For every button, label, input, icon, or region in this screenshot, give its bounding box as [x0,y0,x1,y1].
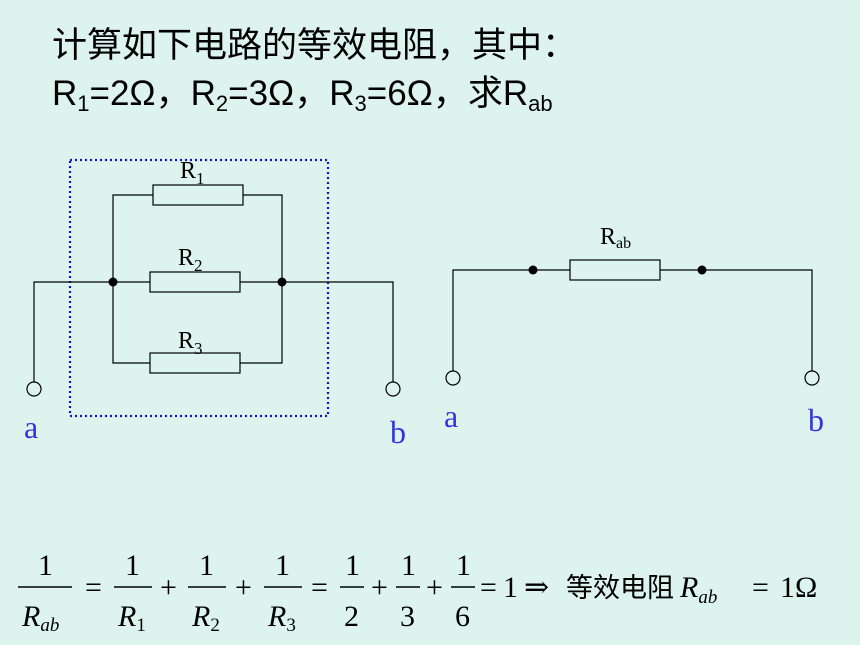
r1-label: R [52,74,78,113]
num-rab: 1 [38,549,53,582]
num-r1: 1 [125,549,140,582]
final-value: 1Ω [780,571,817,604]
num-2: 1 [345,549,360,582]
equiv-resistance-text: 等效电阻 [566,573,674,604]
den-2: 2 [344,600,359,633]
result-value: 1 [503,571,518,604]
num-3: 1 [401,549,416,582]
wire-r1-left [112,194,153,282]
junction-rab-left [528,265,538,275]
right-terminal-a-label: a [444,398,458,434]
r3-label: R [329,74,355,113]
eq-sign-3: = [480,571,497,604]
den-6: 6 [455,600,470,633]
plus-sign-3: + [371,571,388,604]
terminal-a-label: a [24,409,38,445]
terminal-b-node [385,381,401,397]
resistor-rab [569,259,661,281]
right-terminal-b-node [804,370,820,386]
plus-sign-1: + [160,571,177,604]
ask-subscript: ab [528,91,553,116]
resistor-r2 [149,271,241,293]
r2-subscript: 2 [215,91,229,116]
den-r2: R2 [191,600,220,636]
formula: 1 1 1 1 1 1 1 Rab R1 R2 R3 2 3 6 = + + =… [18,549,817,636]
den-r3: R3 [267,600,296,636]
right-terminal-b-label: b [808,402,824,438]
right-terminal-a-node [445,370,461,386]
problem-statement: 计算如下电路的等效电阻，其中： R1=2Ω，R2=3Ω，R3=6Ω，求Rab [52,26,577,124]
equivalent-region-box [68,158,330,418]
label-r1: R1 [180,158,205,188]
wire-rab-left [452,269,570,371]
den-r1: R1 [117,600,146,636]
label-r2: R2 [178,245,203,275]
plus-sign-2: + [235,571,252,604]
wire-lead-a [33,281,113,382]
r2-label: R [190,74,216,113]
eq-sign-4: = [752,571,769,604]
resistor-r3 [149,352,241,374]
terminal-b-label: b [390,414,406,450]
title-line-1: 计算如下电路的等效电阻，其中： [52,26,578,66]
wire-r1-right [243,194,283,282]
junction-right [277,277,287,287]
final-r: Rab [679,571,717,608]
title-line-2: R1=2Ω，R2=3Ω，R3=6Ω，求Rab [52,74,577,124]
r3-value: =6Ω， [366,74,468,113]
eq-sign-1: = [85,571,102,604]
resistor-r1 [152,184,244,206]
r1-value: =2Ω， [89,74,191,113]
r1-subscript: 1 [77,91,90,116]
num-r3: 1 [275,549,290,582]
wire-lead-b [282,281,394,382]
implies-arrow: ⇒ [524,571,549,604]
r2-value: =3Ω， [228,74,330,113]
plus-sign-4: + [426,571,443,604]
junction-rab-right [697,265,707,275]
den-rab: Rab [21,600,59,636]
ask-label: 求R [467,74,529,113]
num-r2: 1 [199,549,214,582]
wire-r3-left [112,282,150,364]
den-3: 3 [400,600,415,633]
wire-rab-right [660,269,813,371]
label-rab: Rab [600,224,631,252]
eq-sign-2: = [311,571,328,604]
label-r3: R3 [178,328,203,358]
terminal-a-node [26,381,42,397]
junction-left [108,277,118,287]
wire-r3-right [240,282,283,364]
num-6: 1 [456,549,471,582]
r3-subscript: 3 [354,91,367,116]
